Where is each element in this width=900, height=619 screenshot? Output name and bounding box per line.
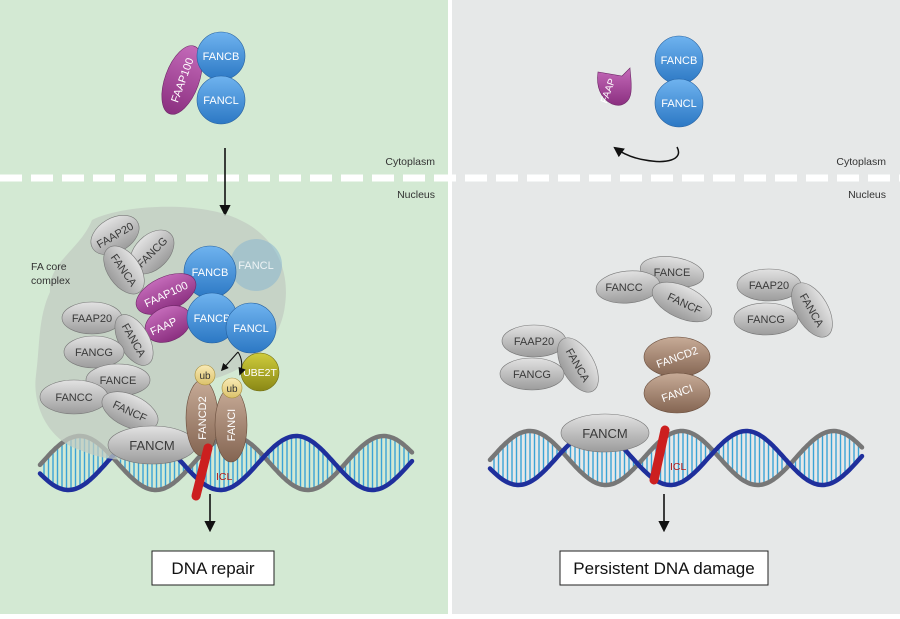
dna-repair-box: DNA repair bbox=[151, 550, 275, 586]
core-fanca-mid: FANCA bbox=[114, 314, 154, 366]
core-fancl-lower: FANCL bbox=[225, 302, 277, 354]
core-fancf: FANCF bbox=[101, 391, 159, 431]
svg-text:FANCI: FANCI bbox=[226, 409, 238, 441]
left-icl-label: ICL bbox=[216, 471, 233, 483]
core-fanca-top: FANCA bbox=[103, 245, 145, 295]
left-nucleus-label: Nucleus bbox=[397, 189, 435, 201]
svg-text:ub: ub bbox=[226, 384, 238, 395]
right-fancb-protein: FANCB bbox=[654, 35, 704, 85]
core-fancl-faded: FANCL bbox=[230, 239, 282, 291]
svg-text:FANCG: FANCG bbox=[75, 347, 113, 359]
core-fancd2: FANCD2 bbox=[185, 379, 219, 457]
right-nucleus-label: Nucleus bbox=[848, 189, 886, 201]
right-fancl-protein: FANCL bbox=[654, 78, 704, 128]
svg-text:FAAP20: FAAP20 bbox=[72, 313, 112, 325]
ub-transfer-arrow-2 bbox=[237, 351, 246, 376]
svg-text:ub: ub bbox=[199, 371, 211, 382]
faap-fragment-protein: FAAP bbox=[597, 67, 632, 106]
svg-text:FANCB: FANCB bbox=[661, 55, 698, 67]
svg-text:FANCB: FANCB bbox=[194, 313, 231, 325]
left-cytoplasm-label: Cytoplasm bbox=[385, 156, 435, 168]
right-fancf: FANCF bbox=[651, 281, 713, 323]
core-faap20-top: FAAP20 bbox=[90, 215, 140, 255]
svg-text:FANCE: FANCE bbox=[100, 375, 137, 387]
dna-strand-gray bbox=[487, 428, 865, 488]
core-fancc: FANCC bbox=[39, 379, 109, 415]
dna-strand-blue bbox=[487, 428, 865, 488]
svg-text:FANCE: FANCE bbox=[654, 267, 691, 279]
right-fancg-b: FANCG bbox=[499, 357, 565, 391]
core-fancb-top: FANCB bbox=[183, 245, 237, 299]
svg-text:FANCM: FANCM bbox=[129, 438, 175, 453]
core-complex-label-line1: FA core bbox=[31, 261, 67, 273]
svg-text:FANCD2: FANCD2 bbox=[197, 396, 209, 439]
svg-text:FANCL: FANCL bbox=[233, 323, 268, 335]
svg-text:FANCB: FANCB bbox=[192, 267, 229, 279]
core-fancg-top: FANCG bbox=[129, 229, 175, 275]
right-fanca-b: FANCA bbox=[557, 337, 599, 393]
right-fancd2: FANCD2 bbox=[643, 336, 711, 378]
svg-text:FANCL: FANCL bbox=[238, 260, 273, 272]
svg-text:FANCC: FANCC bbox=[605, 282, 642, 294]
svg-text:FANCC: FANCC bbox=[55, 392, 92, 404]
left-cytoplasm-complex: FAAP100 FANCB FANCL bbox=[161, 31, 246, 125]
right-fancm: FANCM bbox=[560, 413, 650, 453]
dissociation-arrow bbox=[613, 146, 680, 163]
faap100-protein: FAAP100 bbox=[161, 45, 203, 115]
core-fancm: FANCM bbox=[107, 425, 197, 465]
right-fancc: FANCC bbox=[595, 270, 661, 304]
right-fanca-a: FANCA bbox=[791, 282, 833, 338]
svg-text:FANCG: FANCG bbox=[513, 369, 551, 381]
right-faap20-a: FAAP20 bbox=[736, 268, 802, 302]
svg-text:Persistent DNA damage: Persistent DNA damage bbox=[573, 559, 754, 578]
right-fanci: FANCI bbox=[643, 372, 711, 414]
right-faap20-b: FAAP20 bbox=[501, 324, 567, 358]
right-cytoplasm-label: Cytoplasm bbox=[836, 156, 886, 168]
svg-text:FANCL: FANCL bbox=[661, 98, 696, 110]
right-icl-label: ICL bbox=[670, 461, 687, 473]
core-faap20-mid: FAAP20 bbox=[61, 301, 123, 335]
svg-text:FANCB: FANCB bbox=[203, 51, 240, 63]
right-fancg-a: FANCG bbox=[733, 302, 799, 336]
left-icl-crosslink bbox=[191, 443, 213, 501]
svg-text:DNA repair: DNA repair bbox=[171, 559, 254, 578]
core-complex-label-line2: complex bbox=[31, 275, 71, 287]
svg-text:FAAP20: FAAP20 bbox=[749, 280, 789, 292]
ub-tag-1: ub bbox=[194, 364, 216, 386]
right-icl-crosslink bbox=[649, 425, 670, 485]
svg-text:FANCM: FANCM bbox=[582, 426, 628, 441]
core-fanci: FANCI bbox=[214, 387, 248, 463]
core-fancg-mid: FANCG bbox=[63, 335, 125, 369]
dna-strand-blue bbox=[37, 433, 415, 493]
svg-text:FANCG: FANCG bbox=[747, 314, 785, 326]
ub-transfer-arrow-1 bbox=[220, 351, 239, 372]
right-cytoplasm-complex: FAAP FANCB FANCL bbox=[597, 35, 704, 128]
svg-text:FANCL: FANCL bbox=[203, 95, 238, 107]
svg-text:FAAP20: FAAP20 bbox=[514, 336, 554, 348]
ub-tag-2: ub bbox=[221, 377, 243, 399]
svg-text:UBE2T: UBE2T bbox=[243, 367, 277, 379]
persistent-damage-box: Persistent DNA damage bbox=[559, 550, 769, 586]
core-ube2t: UBE2T bbox=[240, 352, 280, 392]
left-dna-helix bbox=[37, 433, 415, 493]
fancl-protein: FANCL bbox=[196, 75, 246, 125]
fancb-protein: FANCB bbox=[196, 31, 246, 81]
